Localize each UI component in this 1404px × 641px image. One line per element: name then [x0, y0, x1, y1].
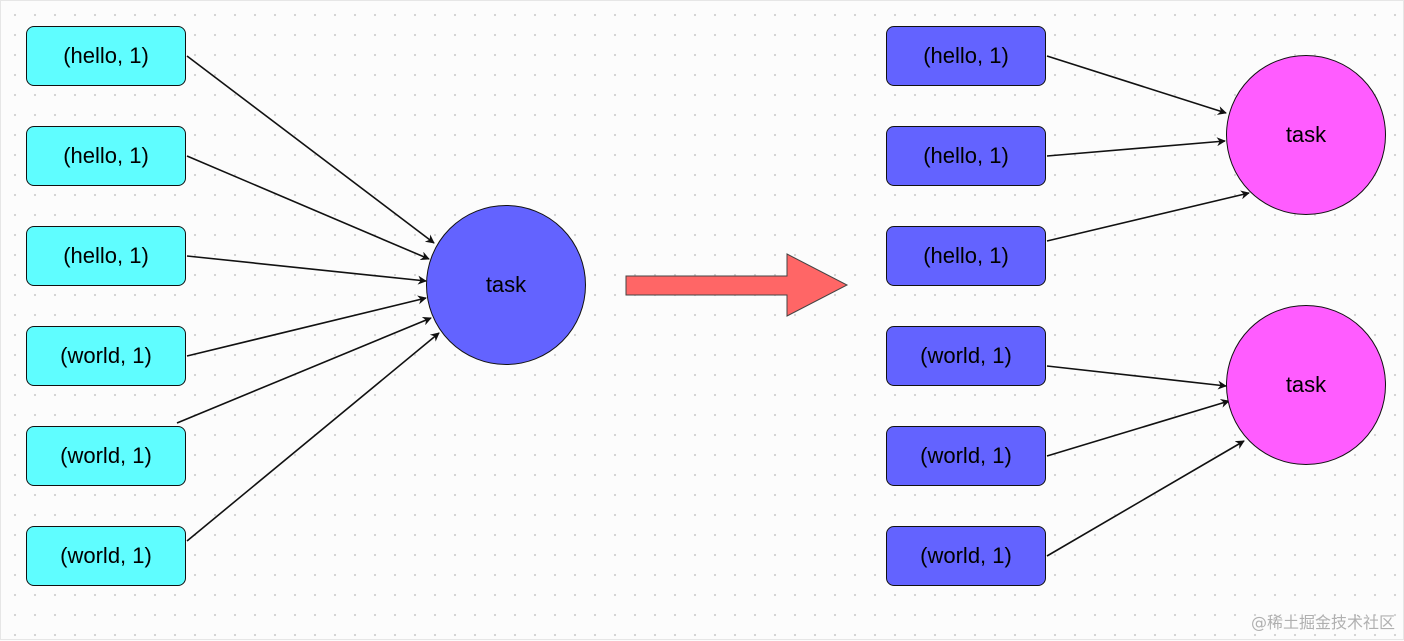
edge-right-1 — [1046, 55, 1227, 115]
left-input-world-2: (world, 1) — [26, 426, 186, 486]
edge-left-5 — [176, 316, 432, 424]
right-task-world-node: task — [1226, 305, 1386, 465]
edge-left-1 — [186, 55, 435, 244]
right-input-hello-3: (hello, 1) — [886, 226, 1046, 286]
transform-arrow — [625, 253, 849, 317]
edge-left-6 — [186, 332, 440, 542]
left-input-hello-3: (hello, 1) — [26, 226, 186, 286]
edge-left-4 — [186, 295, 427, 357]
edge-left-3 — [186, 255, 427, 285]
edge-right-4 — [1046, 365, 1227, 390]
edge-right-5 — [1046, 399, 1230, 457]
edge-right-3 — [1046, 190, 1250, 242]
left-input-hello-1: (hello, 1) — [26, 26, 186, 86]
left-input-hello-2: (hello, 1) — [26, 126, 186, 186]
edge-right-2 — [1046, 137, 1226, 157]
left-task-node: task — [426, 205, 586, 365]
left-input-world-3: (world, 1) — [26, 526, 186, 586]
right-input-world-3: (world, 1) — [886, 526, 1046, 586]
right-input-world-1: (world, 1) — [886, 326, 1046, 386]
right-input-hello-2: (hello, 1) — [886, 126, 1046, 186]
edge-right-6 — [1046, 440, 1245, 557]
left-input-world-1: (world, 1) — [26, 326, 186, 386]
right-input-world-2: (world, 1) — [886, 426, 1046, 486]
right-task-hello-node: task — [1226, 55, 1386, 215]
watermark: @稀土掘金技术社区 — [1250, 613, 1395, 632]
right-input-hello-1: (hello, 1) — [886, 26, 1046, 86]
edge-left-2 — [186, 155, 430, 260]
